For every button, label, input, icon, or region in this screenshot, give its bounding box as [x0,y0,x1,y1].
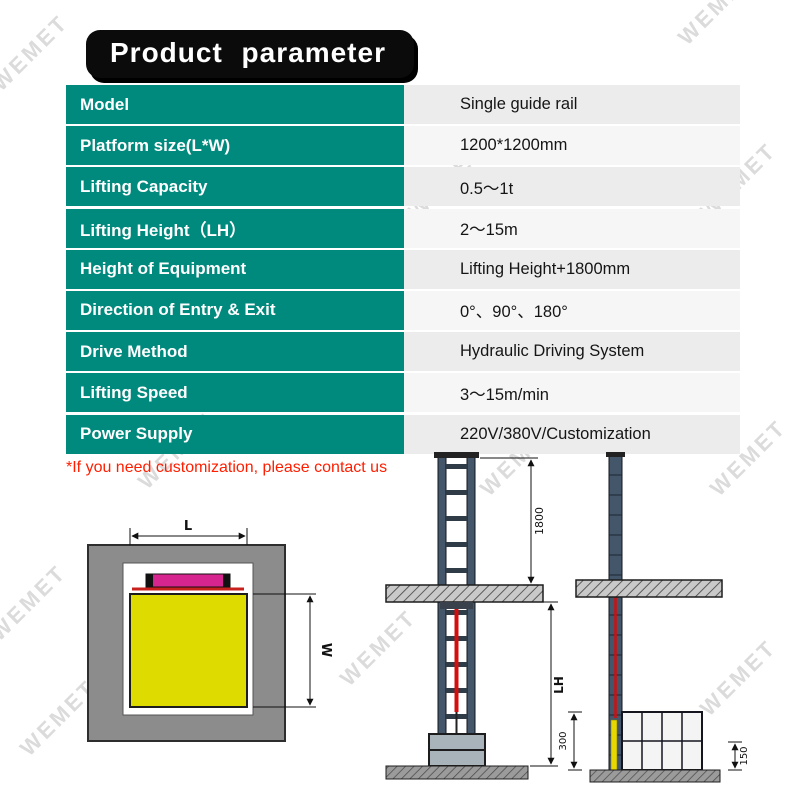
table-row: Platform size(L*W) 1200*1200mm [66,126,740,166]
ground-side [589,769,721,783]
platform-side [575,579,723,598]
param-value: 3～15m/min [404,373,740,413]
param-label: Model [66,85,404,124]
param-value: 220V/380V/Customization [404,414,740,454]
technical-drawings: L W [0,450,800,800]
ground-front [385,765,529,780]
top-view: L W [87,519,333,742]
table-row: Direction of Entry & Exit 0°、90°、180° [66,290,740,330]
table-row: Lifting Capacity 0.5～1t [66,167,740,207]
page-title: Product parameter [86,30,414,78]
dim-label-150: 150 [739,746,750,765]
param-value: 0°、90°、180° [404,290,740,330]
param-value: Single guide rail [404,85,740,124]
param-label: Power Supply [66,414,404,454]
param-label: Direction of Entry & Exit [66,290,404,330]
table-row: Drive Method Hydraulic Driving System [66,332,740,372]
param-label: Platform size(L*W) [66,126,404,166]
watermark: WEMET [0,9,74,96]
table-row: Lifting Height（LH） 2～15m [66,208,740,248]
param-label: Lifting Speed [66,373,404,413]
platform-plan [129,593,248,708]
table-row: Lifting Speed 3～15m/min [66,373,740,413]
table-row: Power Supply 220V/380V/Customization [66,414,740,454]
param-value: 1200*1200mm [404,126,740,166]
parameter-table: Model Single guide rail Platform size(L*… [66,85,740,456]
param-label: Height of Equipment [66,249,404,289]
dim-label-1800: 1800 [533,507,546,535]
guide-strip [610,719,618,771]
param-value: Hydraulic Driving System [404,332,740,372]
dim-label-W: W [318,643,333,657]
param-value: Lifting Height+1800mm [404,249,740,289]
dim-label-LH: LH [552,676,566,694]
table-row: Model Single guide rail [66,85,740,124]
drawings-svg: L W [87,452,750,783]
customization-note: *If you need customization, please conta… [66,459,388,476]
dim-label-300: 300 [558,731,569,750]
platform-front [385,584,544,603]
param-label: Drive Method [66,332,404,372]
param-value: 0.5～1t [404,167,740,207]
param-label: Lifting Capacity [66,167,404,207]
safety-cage [621,711,703,771]
table-row: Height of Equipment Lifting Height+1800m… [66,249,740,289]
param-value: 2～15m [404,208,740,248]
lift-carriage [145,573,231,588]
side-view: 300 150 [558,452,750,783]
dim-label-L: L [184,519,192,534]
watermark: WEMET [672,0,760,50]
param-label: Lifting Height（LH） [66,208,404,248]
front-view: 1800 LH [385,452,566,780]
